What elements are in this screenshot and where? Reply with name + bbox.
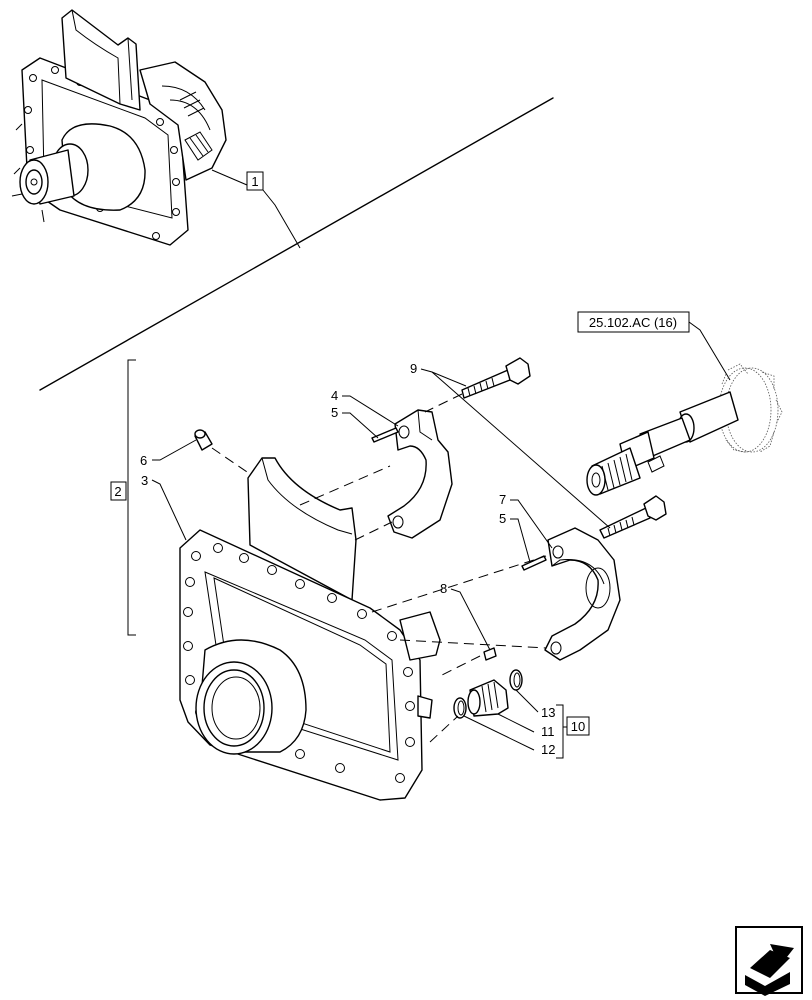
part-6-sleeve — [194, 429, 251, 475]
part-11-fitting — [467, 679, 509, 717]
callout-7[interactable]: 7 — [499, 492, 553, 549]
part-8-pin — [439, 647, 497, 677]
pinion-shaft-reference — [586, 363, 783, 496]
svg-text:13: 13 — [541, 705, 555, 720]
svg-text:9: 9 — [410, 361, 417, 376]
callout-2[interactable]: 2 — [110, 359, 136, 636]
part-12-oring — [453, 697, 467, 719]
svg-text:3: 3 — [141, 473, 148, 488]
callout-13[interactable]: 13 — [515, 689, 555, 720]
callout-10[interactable]: 10 — [556, 704, 590, 759]
svg-text:12: 12 — [541, 742, 555, 757]
callout-3[interactable]: 3 — [141, 473, 187, 541]
svg-text:25.102.AC (16): 25.102.AC (16) — [589, 315, 677, 330]
housing-part-3 — [179, 457, 441, 801]
svg-text:10: 10 — [571, 719, 585, 734]
callout-5-upper[interactable]: 5 — [331, 405, 379, 439]
part-7-bearing-cap — [544, 527, 621, 661]
part-9-bolt-lower — [599, 495, 667, 539]
callout-11[interactable]: 11 — [497, 713, 555, 739]
callout-6[interactable]: 6 — [140, 439, 197, 468]
callout-9[interactable]: 9 — [410, 361, 611, 529]
callout-8[interactable]: 8 — [440, 581, 491, 651]
next-page-arrow-icon[interactable] — [735, 926, 803, 996]
callout-12[interactable]: 12 — [463, 715, 555, 757]
svg-text:5: 5 — [331, 405, 338, 420]
svg-text:7: 7 — [499, 492, 506, 507]
callout-4[interactable]: 4 — [331, 388, 399, 427]
part-9-bolt-upper — [424, 357, 531, 413]
svg-text:4: 4 — [331, 388, 338, 403]
svg-text:5: 5 — [499, 511, 506, 526]
svg-text:1: 1 — [251, 174, 258, 189]
reference-callout[interactable]: 25.102.AC (16) — [577, 311, 731, 381]
callout-5-lower[interactable]: 5 — [499, 511, 531, 563]
callout-1[interactable]: 1 — [211, 169, 301, 249]
part-5-pin-lower — [521, 555, 547, 571]
part-13-ring — [509, 669, 523, 691]
part-4-bearing-cap — [387, 409, 453, 539]
svg-text:11: 11 — [541, 724, 555, 739]
svg-text:2: 2 — [114, 484, 121, 499]
part-5-pin-upper — [371, 427, 399, 443]
thumbnail-assembly — [11, 9, 227, 246]
svg-text:8: 8 — [440, 581, 447, 596]
svg-text:6: 6 — [140, 453, 147, 468]
separator-line — [39, 97, 554, 391]
